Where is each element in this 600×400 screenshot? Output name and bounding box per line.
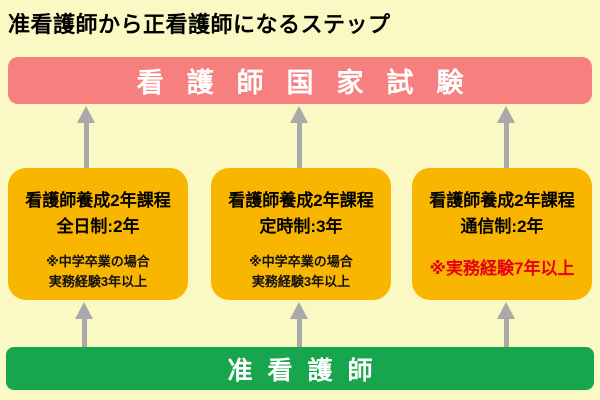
- course-note-line: 実務経験3年以上: [251, 274, 351, 289]
- up-arrow-icon: [290, 302, 308, 347]
- national-exam-label: 看護師国家試験: [136, 68, 487, 98]
- course-duration: 全日制:2年: [56, 217, 140, 236]
- course-box-fulltime: 看護師養成2年課程 全日制:2年 ※中学卒業の場合 実務経験3年以上: [8, 168, 188, 300]
- national-exam-bar: 看護師国家試験: [8, 57, 592, 104]
- course-box-parttime: 看護師養成2年課程 定時制:3年 ※中学卒業の場合 実務経験3年以上: [211, 168, 391, 300]
- arrow-shaft: [503, 319, 509, 347]
- up-arrow-icon: [497, 302, 515, 347]
- course-note: ※中学卒業の場合 実務経験3年以上: [215, 252, 387, 292]
- course-title: 看護師養成2年課程: [228, 191, 374, 210]
- arrow-head: [77, 106, 95, 123]
- course-note-line: ※中学卒業の場合: [249, 254, 353, 269]
- arrow-shaft: [503, 123, 509, 168]
- up-arrow-icon: [497, 106, 515, 168]
- course-note-line: ※中学卒業の場合: [46, 254, 150, 269]
- arrow-shaft: [296, 319, 302, 347]
- up-arrow-icon: [290, 106, 308, 168]
- course-note: ※中学卒業の場合 実務経験3年以上: [12, 252, 184, 292]
- course-note-line: ※実務経験7年以上: [429, 259, 575, 278]
- arrow-shaft: [83, 123, 89, 168]
- assistant-nurse-bar: 准看護師: [6, 347, 594, 390]
- page-title: 准看護師から正看護師になるステップ: [8, 12, 391, 37]
- arrow-head: [497, 106, 515, 123]
- course-title: 看護師養成2年課程: [25, 191, 171, 210]
- arrow-head: [290, 302, 308, 319]
- course-title: 看護師養成2年課程: [429, 191, 575, 210]
- up-arrow-icon: [77, 106, 95, 168]
- course-note-red: ※実務経験7年以上: [416, 258, 588, 280]
- course-duration: 定時制:3年: [259, 217, 343, 236]
- course-heading: 看護師養成2年課程 通信制:2年: [416, 188, 588, 240]
- course-box-correspondence: 看護師養成2年課程 通信制:2年 ※実務経験7年以上: [412, 168, 592, 300]
- arrow-shaft: [296, 123, 302, 168]
- arrow-shaft: [81, 319, 87, 347]
- up-arrow-icon: [75, 302, 93, 347]
- arrow-head: [497, 302, 515, 319]
- course-duration: 通信制:2年: [460, 217, 544, 236]
- course-heading: 看護師養成2年課程 定時制:3年: [215, 188, 387, 240]
- assistant-nurse-label: 准看護師: [227, 356, 388, 385]
- course-note-line: 実務経験3年以上: [48, 274, 148, 289]
- arrow-head: [290, 106, 308, 123]
- course-heading: 看護師養成2年課程 全日制:2年: [12, 188, 184, 240]
- arrow-head: [75, 302, 93, 319]
